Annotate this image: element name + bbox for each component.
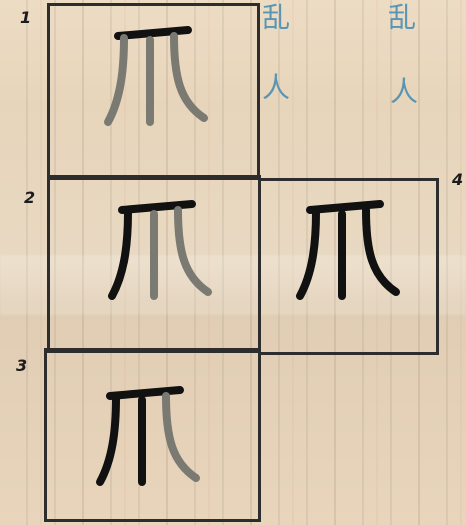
stroke-4 (174, 206, 212, 296)
stroke-2 (108, 208, 132, 300)
stroke-1 (306, 200, 384, 214)
stroke-1 (106, 386, 184, 400)
character-drawing-4 (296, 200, 400, 300)
background-note: 乱 (388, 1, 417, 34)
character-drawing-2 (108, 200, 212, 300)
stroke-4 (170, 32, 208, 122)
stroke-1 (118, 200, 196, 214)
background-note: 乱 (262, 1, 291, 34)
stroke-4 (162, 392, 200, 482)
box-number-2: 2 (24, 188, 36, 207)
stroke-box-3 (44, 348, 261, 522)
stroke-2 (296, 208, 320, 300)
background-note: 人 (262, 71, 291, 104)
stroke-4 (362, 206, 400, 296)
box-number-4: 4 (452, 170, 464, 189)
character-drawing-3 (96, 386, 200, 486)
stroke-2 (96, 394, 120, 486)
stroke-box-1 (47, 3, 260, 180)
box-number-3: 3 (16, 356, 28, 375)
background-note: 人 (390, 75, 419, 108)
character-drawing-1 (104, 26, 208, 126)
stroke-2 (104, 34, 128, 126)
box-number-1: 1 (20, 8, 32, 27)
stroke-box-4 (258, 178, 439, 355)
stroke-1 (114, 26, 192, 40)
